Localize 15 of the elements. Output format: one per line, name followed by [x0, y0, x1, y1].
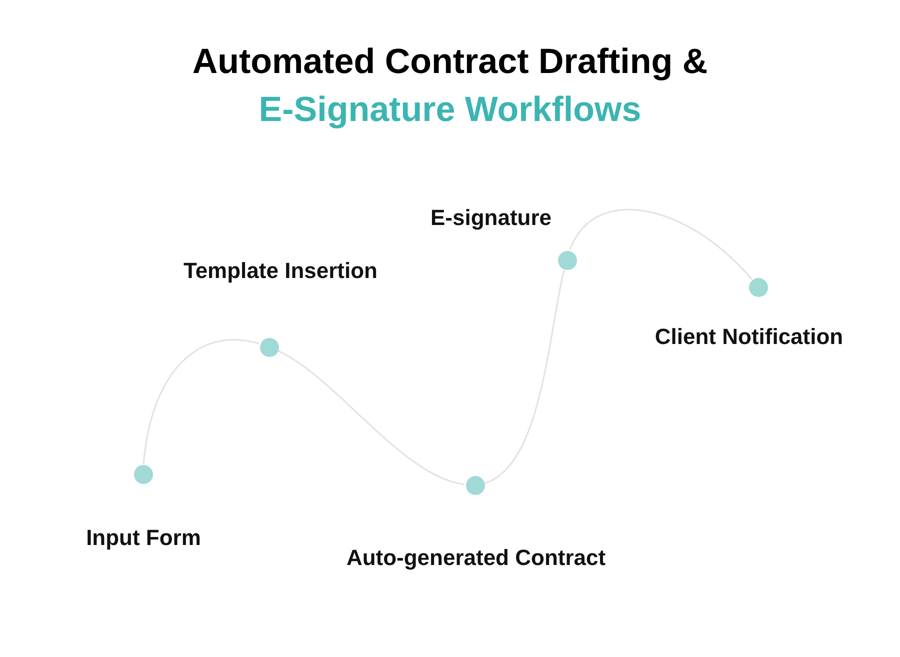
curve-connector — [569, 208, 752, 280]
step-label: Template Insertion — [184, 258, 378, 284]
curve-connector — [278, 350, 465, 486]
marker-dot — [558, 250, 576, 270]
marker-dot — [748, 278, 768, 296]
curve-connector — [142, 339, 260, 464]
marker-dot — [466, 476, 484, 494]
step-label: Input Form — [86, 525, 201, 551]
step-label: Auto-generated Contract — [346, 545, 606, 571]
step-label: Client Notification — [654, 324, 844, 350]
marker-dot — [134, 464, 152, 484]
curve-connector — [484, 270, 566, 484]
marker-dot — [260, 338, 278, 356]
title: Automated Contract Drafting & E-Signature Workflows — [191, 41, 709, 131]
step-label: E-signature — [430, 205, 552, 231]
